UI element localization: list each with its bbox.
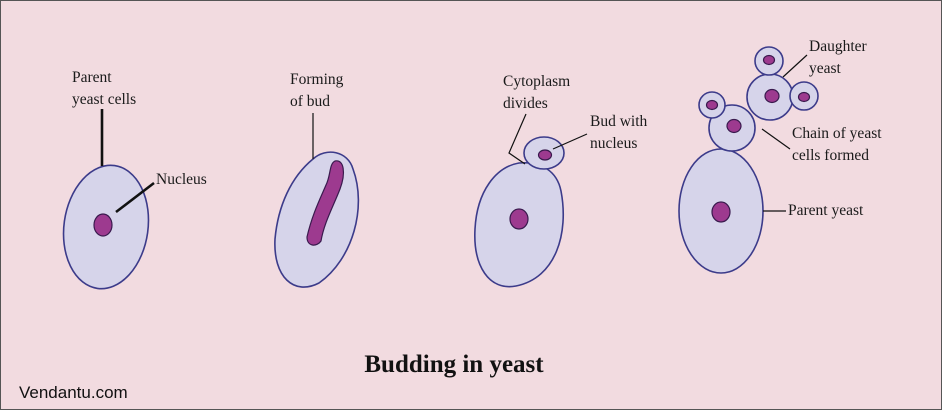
label-line: divides: [503, 95, 548, 112]
label-line: of bud: [290, 93, 331, 110]
label-line: Parent yeast: [788, 202, 864, 219]
stage-1-parent-cell: [62, 109, 155, 290]
label-nucleus: Nucleus: [156, 169, 207, 191]
label-line: yeast cells: [72, 91, 137, 108]
label-cytoplasm-divides: Cytoplasm divides: [503, 71, 570, 115]
chain-nucleus-1: [726, 118, 742, 134]
label-line: Nucleus: [156, 171, 207, 188]
mother-nucleus: [509, 208, 529, 230]
leader-line-bud-nucleus: [552, 133, 588, 150]
stage-2-forming-bud: [274, 113, 360, 288]
stage-4-cell-chain: [678, 46, 819, 274]
bud-nucleus: [537, 149, 553, 161]
daughter-nucleus-left: [705, 99, 719, 111]
nucleus: [93, 213, 113, 237]
leader-line-cytoplasm: [508, 113, 527, 165]
label-daughter-yeast: Daughter yeast: [809, 36, 867, 80]
stage-3-cytoplasm-divides: [474, 113, 588, 288]
leader-line-chain: [761, 128, 791, 150]
diagram-title: Budding in yeast: [364, 351, 544, 378]
label-line: Chain of yeast: [792, 125, 882, 142]
leader-line-daughter: [782, 54, 808, 78]
parent-yeast-nucleus: [711, 201, 731, 223]
daughter-nucleus-top: [762, 54, 776, 66]
daughter-nucleus-right: [797, 91, 811, 103]
label-bud-with-nucleus: Bud with nucleus: [590, 111, 647, 155]
label-parent-yeast-cells: Parent yeast cells: [72, 67, 136, 111]
label-parent-yeast: Parent yeast: [788, 200, 863, 222]
elongating-nucleus: [306, 160, 345, 246]
label-line: Parent: [72, 69, 112, 86]
label-line: nucleus: [590, 135, 638, 152]
label-line: yeast: [809, 60, 841, 77]
label-chain-of-yeast-cells: Chain of yeast cells formed: [792, 123, 882, 167]
label-line: Cytoplasm: [503, 73, 571, 90]
label-line: Bud with: [590, 113, 648, 130]
chain-nucleus-2: [764, 88, 780, 104]
label-forming-of-bud: Forming of bud: [290, 69, 343, 113]
label-line: Forming: [290, 71, 344, 88]
leader-line-nucleus: [115, 181, 155, 214]
watermark-text: Vendantu.com: [19, 383, 128, 402]
label-line: cells formed: [792, 147, 870, 164]
label-line: Daughter: [809, 38, 867, 55]
